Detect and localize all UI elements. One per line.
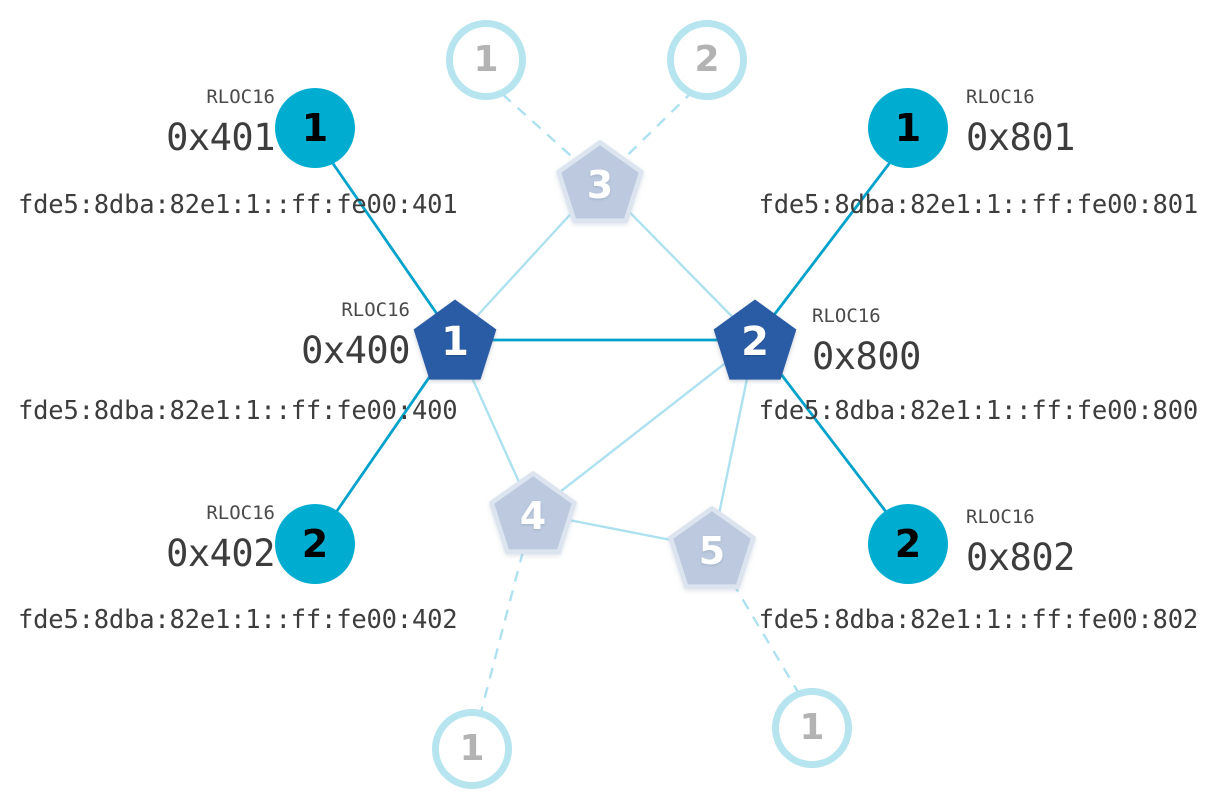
pentagon-icon bbox=[489, 471, 577, 554]
rloc16-title-0x401: RLOC16 bbox=[206, 86, 275, 108]
child-node-0x802[interactable]: 2 bbox=[868, 504, 948, 584]
node-number-label: 2 bbox=[301, 522, 329, 566]
faded-child-node-bottom-right[interactable]: 1 bbox=[772, 688, 852, 768]
node-number-label: 2 bbox=[741, 319, 769, 365]
faded-router-node-5[interactable]: 5 bbox=[666, 502, 758, 594]
rloc16-title-0x400: RLOC16 bbox=[341, 299, 410, 321]
rloc16-title-0x802: RLOC16 bbox=[966, 506, 1035, 528]
ipv6-address-0x402: fde5:8dba:82e1:1::ff:fe00:402 bbox=[18, 605, 458, 635]
router-node-0x400[interactable]: 1 bbox=[411, 296, 499, 384]
ipv6-address-0x401: fde5:8dba:82e1:1::ff:fe00:401 bbox=[18, 190, 458, 220]
router-node-0x800[interactable]: 2 bbox=[711, 296, 799, 384]
node-number-label: 2 bbox=[894, 522, 922, 566]
node-number-label: 1 bbox=[459, 728, 485, 769]
node-number-label: 1 bbox=[441, 319, 469, 365]
rloc16-value-0x401: 0x401 bbox=[166, 116, 275, 159]
faded-child-node-top-right[interactable]: 2 bbox=[667, 20, 747, 100]
node-number-label: 5 bbox=[698, 528, 726, 573]
ipv6-address-0x801: fde5:8dba:82e1:1::ff:fe00:801 bbox=[758, 190, 1199, 220]
rloc16-value-0x402: 0x402 bbox=[166, 532, 275, 575]
rloc16-title-0x402: RLOC16 bbox=[206, 502, 275, 524]
ipv6-address-0x400: fde5:8dba:82e1:1::ff:fe00:400 bbox=[18, 396, 458, 426]
rloc16-value-0x802: 0x802 bbox=[966, 536, 1075, 579]
node-number-label: 1 bbox=[301, 106, 329, 150]
faded-router-node-3[interactable]: 3 bbox=[554, 136, 646, 228]
node-number-label: 1 bbox=[799, 707, 825, 748]
node-number-label: 4 bbox=[519, 493, 547, 538]
pentagon-icon bbox=[713, 299, 797, 380]
node-number-label: 3 bbox=[586, 162, 614, 207]
faded-child-node-top-left[interactable]: 1 bbox=[446, 20, 526, 100]
child-node-0x801[interactable]: 1 bbox=[868, 88, 948, 168]
rloc16-title-0x800: RLOC16 bbox=[812, 305, 881, 327]
ipv6-address-0x800: fde5:8dba:82e1:1::ff:fe00:800 bbox=[758, 396, 1199, 426]
node-number-label: 2 bbox=[694, 39, 720, 80]
pentagon-icon bbox=[668, 506, 756, 589]
node-number-label: 1 bbox=[473, 39, 499, 80]
ipv6-address-0x802: fde5:8dba:82e1:1::ff:fe00:802 bbox=[758, 605, 1199, 635]
child-node-0x401[interactable]: 1 bbox=[275, 88, 355, 168]
rloc16-title-0x801: RLOC16 bbox=[966, 86, 1035, 108]
faded-router-node-4[interactable]: 4 bbox=[487, 467, 579, 559]
rloc16-value-0x800: 0x800 bbox=[812, 335, 921, 378]
pentagon-icon bbox=[556, 140, 644, 223]
child-node-0x402[interactable]: 2 bbox=[275, 504, 355, 584]
faded-child-node-bottom-left[interactable]: 1 bbox=[432, 709, 512, 789]
rloc16-value-0x400: 0x400 bbox=[301, 329, 410, 372]
pentagon-icon bbox=[413, 299, 497, 380]
rloc16-value-0x801: 0x801 bbox=[966, 116, 1075, 159]
node-number-label: 1 bbox=[894, 106, 922, 150]
